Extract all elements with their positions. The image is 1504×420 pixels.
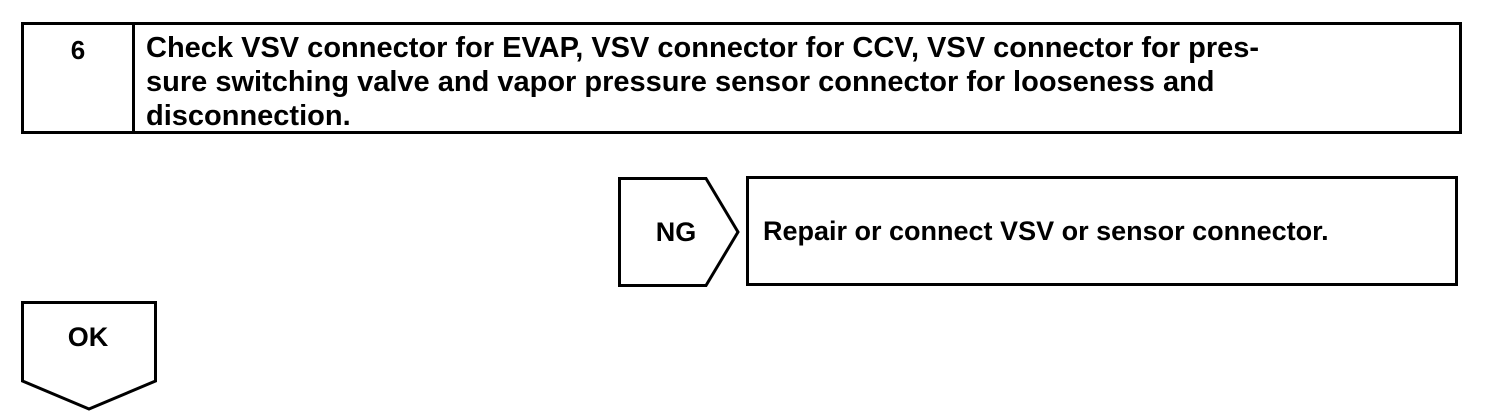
ng-arrow-shape [618,177,740,287]
ng-result-box: Repair or connect VSV or sensor connecto… [746,176,1458,286]
step-instruction: Check VSV connector for EVAP, VSV connec… [135,25,1459,132]
step-number: 6 [24,25,135,131]
step-box: 6 Check VSV connector for EVAP, VSV conn… [21,22,1462,134]
ng-label: NG [655,217,697,247]
step-instruction-line-2: sure switching valve and vapor pressure … [146,66,1215,98]
ok-label: OK [67,322,109,352]
step-instruction-line-3: disconnection. [146,100,351,132]
ng-result-text: Repair or connect VSV or sensor connecto… [763,215,1329,246]
ok-arrow-shape [21,301,157,411]
step-instruction-line-1: Check VSV connector for EVAP, VSV connec… [146,32,1260,64]
